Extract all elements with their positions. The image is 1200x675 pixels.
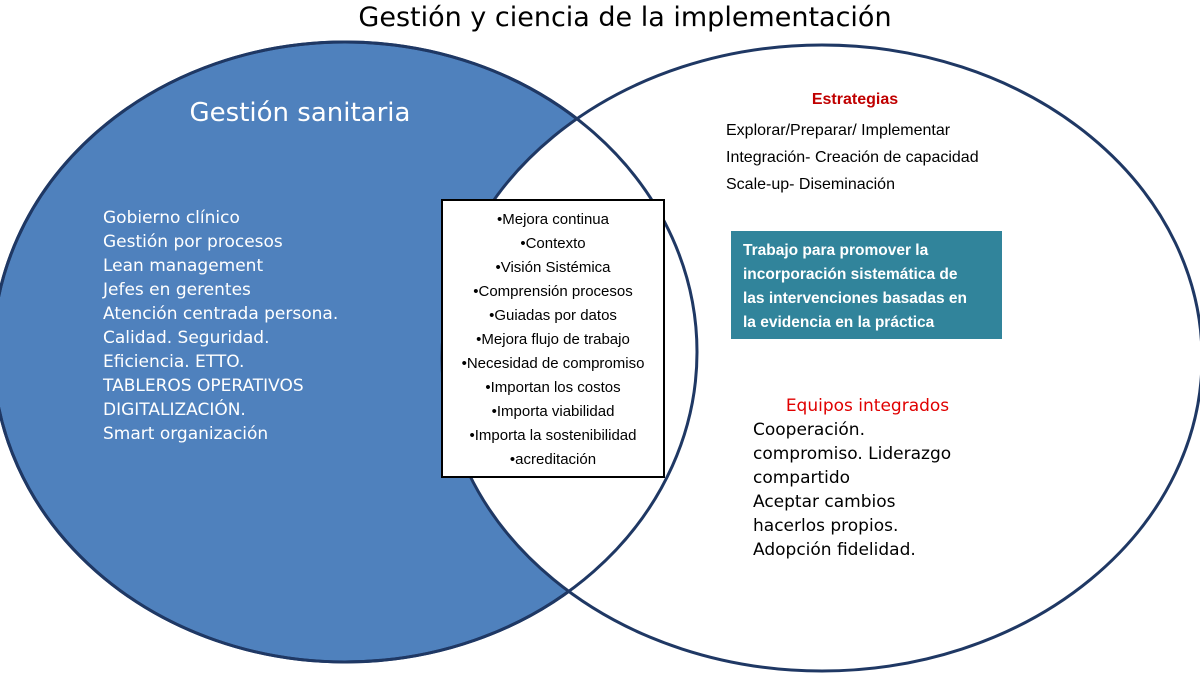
left-circle-list: Gobierno clínico Gestión por procesos Le…	[103, 206, 338, 446]
list-item: Aceptar cambios	[753, 492, 896, 512]
list-item: •Necesidad de compromiso	[461, 355, 645, 372]
definition-line: la evidencia en la práctica	[743, 314, 935, 331]
list-item: •acreditación	[509, 451, 597, 468]
list-item: Atención centrada persona.	[103, 304, 339, 324]
list-item: Explorar/Preparar/ Implementar	[726, 122, 951, 139]
list-item: •Importan los costos	[485, 379, 621, 396]
list-item: •Importa la sostenibilidad	[469, 427, 637, 444]
list-item: •Mejora flujo de trabajo	[476, 331, 630, 348]
strategies-title: Estrategias	[811, 91, 899, 108]
list-item: •Mejora continua	[497, 211, 609, 228]
teams-list: Cooperación. compromiso. Liderazgo compa…	[753, 418, 951, 562]
list-item: •Contexto	[520, 235, 586, 252]
diagram-title: Gestión y ciencia de la implementación	[358, 2, 892, 33]
list-item: Scale-up- Diseminación	[726, 176, 895, 193]
list-item: Integración- Creación de capacidad	[726, 149, 979, 166]
list-item: Gobierno clínico	[103, 208, 240, 228]
left-circle-title: Gestión sanitaria	[189, 98, 411, 128]
list-item: Smart organización	[103, 424, 269, 444]
list-item: Calidad. Seguridad.	[103, 328, 270, 348]
list-item: •Comprensión procesos	[473, 283, 633, 300]
teams-title: Equipos integrados	[785, 396, 950, 416]
list-item: •Importa viabilidad	[491, 403, 615, 420]
definition-line: las intervenciones basadas en	[743, 290, 967, 307]
definition-box: Trabajo para promover la incorporación s…	[731, 231, 1002, 339]
list-item: Jefes en gerentes	[103, 280, 251, 300]
left-circle-outline	[0, 40, 699, 664]
list-item: DIGITALIZACIÓN.	[103, 400, 246, 420]
definition-line: incorporación sistemática de	[743, 266, 958, 283]
strategies-list: Explorar/Preparar/ Implementar Integraci…	[726, 117, 979, 198]
list-item: Cooperación.	[753, 420, 865, 440]
list-item: •Guiadas por datos	[489, 307, 617, 324]
list-item: compartido	[753, 468, 851, 488]
list-item: Gestión por procesos	[103, 232, 283, 252]
list-item: •Visión Sistémica	[495, 259, 611, 276]
list-item: TABLEROS OPERATIVOS	[103, 376, 304, 396]
list-item: Eficiencia. ETTO.	[103, 352, 245, 372]
list-item: hacerlos propios.	[753, 516, 899, 536]
list-item: compromiso. Liderazgo	[753, 444, 952, 464]
list-item: Lean management	[103, 256, 264, 276]
intersection-box: •Mejora continua •Contexto •Visión Sisté…	[441, 199, 665, 478]
list-item: Adopción fidelidad.	[753, 540, 916, 560]
definition-line: Trabajo para promover la	[743, 242, 929, 259]
